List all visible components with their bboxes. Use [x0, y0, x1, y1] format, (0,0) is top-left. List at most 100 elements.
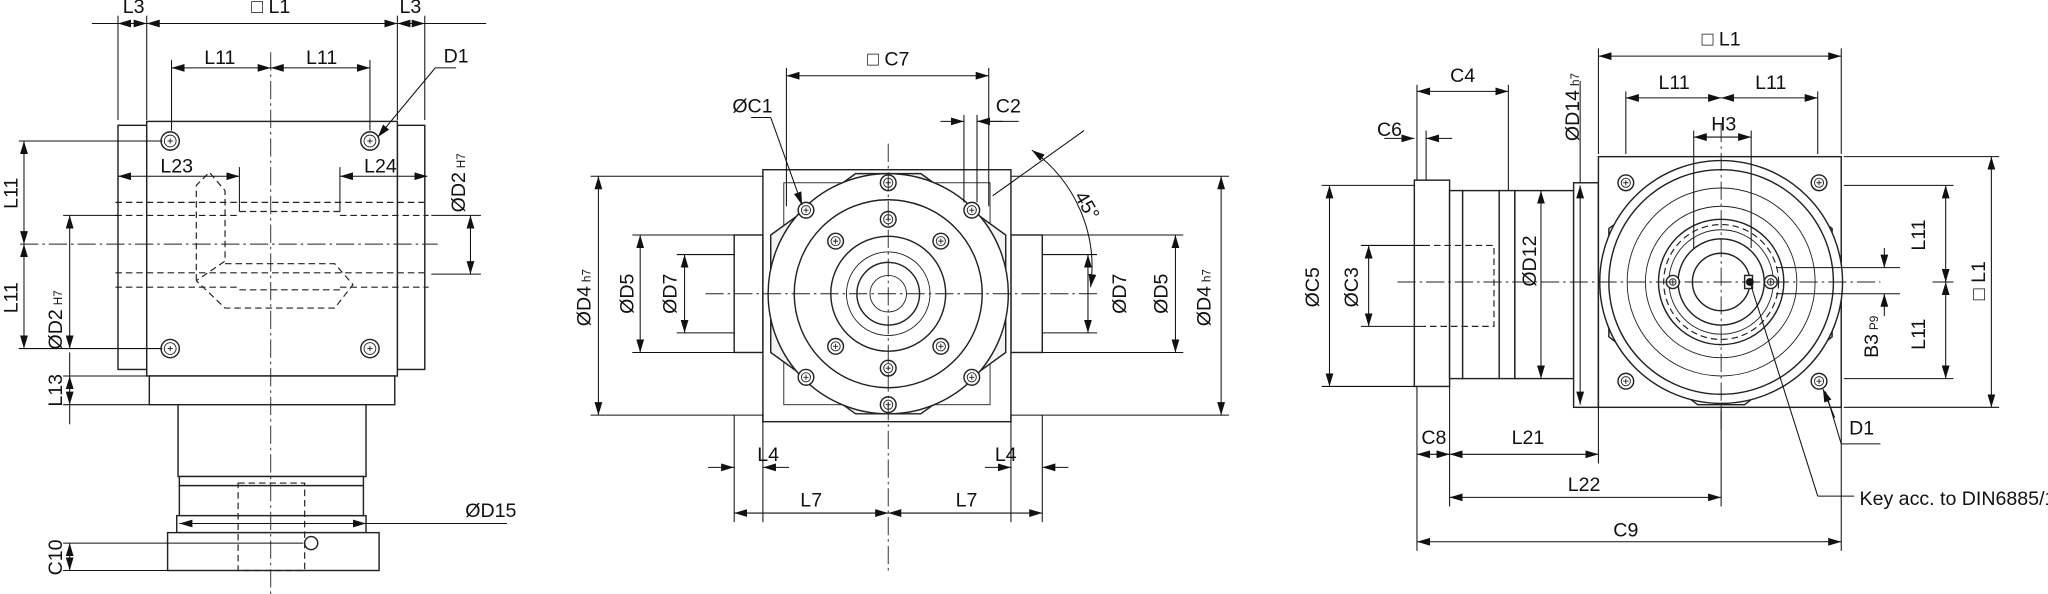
hidden-shaft — [115, 201, 429, 291]
tolerance-sub: H7 — [52, 290, 65, 305]
dim-label: L11 — [204, 47, 235, 69]
hole-inner — [1814, 177, 1825, 188]
hole-inner — [883, 363, 894, 374]
dim-label: □ L1 — [1968, 261, 1990, 300]
dim-label: C2 — [996, 95, 1021, 117]
center-lines — [1397, 124, 1881, 431]
tolerance-sub: P9 — [1868, 316, 1881, 330]
adapter-ring-2 — [1498, 189, 1516, 380]
hole-inner — [363, 342, 377, 355]
dim-label: L21 — [1512, 427, 1545, 449]
dim-label: ØD7 — [1109, 274, 1131, 314]
dim-label: L24 — [364, 155, 397, 177]
hole-inner — [1814, 376, 1825, 387]
tolerance-sub: h7 — [1569, 73, 1582, 86]
dim-label: L3 — [400, 0, 422, 18]
hole-center-mark — [938, 238, 944, 244]
dim-label: ØD15 — [465, 500, 516, 522]
dim-label: L7 — [800, 490, 822, 512]
dim-label: ØD14 h7 — [1562, 73, 1584, 141]
dim-label: □ C7 — [867, 48, 909, 70]
dim-label: L11 — [0, 282, 22, 313]
hole-inner — [800, 205, 812, 216]
adapter-plate — [148, 375, 396, 406]
dim-label-main: ØD2 — [448, 172, 470, 212]
angle-arc — [1031, 149, 1097, 288]
left-view: L3 □ L1 L3 L11 L11 D1 L23 L24 L11 L11 ØD… — [0, 0, 517, 594]
dim-label: ØD5 — [617, 274, 639, 314]
dim-label: L4 — [757, 444, 779, 466]
dimension-arrow — [377, 67, 436, 138]
hole-center-mark — [1623, 180, 1629, 186]
hole-inner — [935, 236, 946, 247]
hole-center-mark — [367, 345, 373, 352]
hole-center-mark — [938, 343, 944, 349]
angle-label: 45° — [1070, 188, 1104, 225]
hole-inner — [163, 134, 177, 148]
hole-center-mark — [1623, 378, 1629, 384]
center-lines — [20, 52, 438, 594]
hole-center-mark — [832, 238, 839, 244]
tolerance-sub: H7 — [455, 153, 468, 168]
leader-line — [1749, 281, 1819, 497]
hole-center-mark — [1816, 180, 1822, 186]
middle-view: □ C7 ØC1 C2 45° ØD4h7 ØD5 ØD7 ØD7 ØD5 ØD… — [574, 48, 1216, 575]
adapter-section — [178, 484, 365, 517]
dim-label: L11 — [0, 178, 22, 209]
hole-inner — [1620, 177, 1631, 188]
pilot-collar — [1572, 182, 1600, 409]
motor-flange — [166, 531, 380, 572]
dim-label: L13 — [45, 374, 67, 407]
dim-label: L11 — [306, 47, 337, 69]
left-flange — [117, 124, 148, 371]
hole-center-mark — [167, 138, 173, 144]
dim-label: ØD2H7 — [45, 290, 67, 349]
dim-label-main: ØD14 — [1562, 90, 1584, 141]
dim-label: □ L1 — [251, 0, 290, 18]
hole-inner — [966, 205, 977, 216]
dim-label: C8 — [1421, 427, 1446, 449]
dim-label: H3 — [1711, 114, 1736, 136]
dim-label: C9 — [1613, 520, 1638, 542]
motor-adapter — [177, 403, 367, 478]
tolerance-sub: h7 — [581, 269, 594, 282]
dim-label: C10 — [45, 539, 67, 575]
right-view: □ L1 L11 L11 H3 C4 C6 ØD14h7 ØD12 ØC5 ØC… — [1302, 29, 2048, 542]
dim-label: ØD2H7 — [448, 153, 470, 212]
tolerance-sub: h7 — [1201, 269, 1214, 282]
hole-center-mark — [969, 207, 975, 213]
key-note: Key acc. to DIN6885/1 — [1860, 488, 2048, 510]
dim-label-main: ØD4 — [1194, 286, 1216, 326]
dim-label: L7 — [956, 490, 978, 512]
dim-label: ØD5 — [1151, 274, 1173, 314]
dimension-lines — [18, 15, 2000, 572]
hole-inner — [830, 236, 841, 247]
dim-label: ØD7 — [660, 274, 682, 314]
dim-label: L22 — [1568, 474, 1601, 496]
dimension-arrow — [1822, 388, 1836, 418]
hole-center-mark — [367, 138, 373, 144]
flange-step — [1448, 189, 1464, 380]
hole-center-mark — [803, 207, 809, 213]
dim-label: □ L1 — [1702, 29, 1741, 51]
dim-label: ØC1 — [732, 95, 772, 117]
hole-inner — [363, 134, 377, 148]
hole-center-mark — [803, 374, 809, 380]
adapter-ring — [1461, 189, 1500, 380]
housing-body — [145, 120, 399, 377]
angle-ray — [992, 130, 1085, 197]
center-lines — [705, 143, 1098, 575]
hidden-gear — [195, 171, 354, 309]
hole-center-mark — [167, 345, 173, 352]
hole-inner — [163, 342, 177, 355]
adapter-ring — [178, 475, 365, 487]
dim-label: L23 — [160, 155, 193, 177]
dim-label: L11 — [1659, 72, 1690, 94]
dim-label: L4 — [995, 444, 1017, 466]
hole-inner — [830, 341, 841, 352]
hole-inner — [935, 341, 946, 352]
hole-inner — [966, 372, 977, 383]
dim-label: L3 — [123, 0, 145, 18]
hole-center-mark — [969, 374, 975, 380]
